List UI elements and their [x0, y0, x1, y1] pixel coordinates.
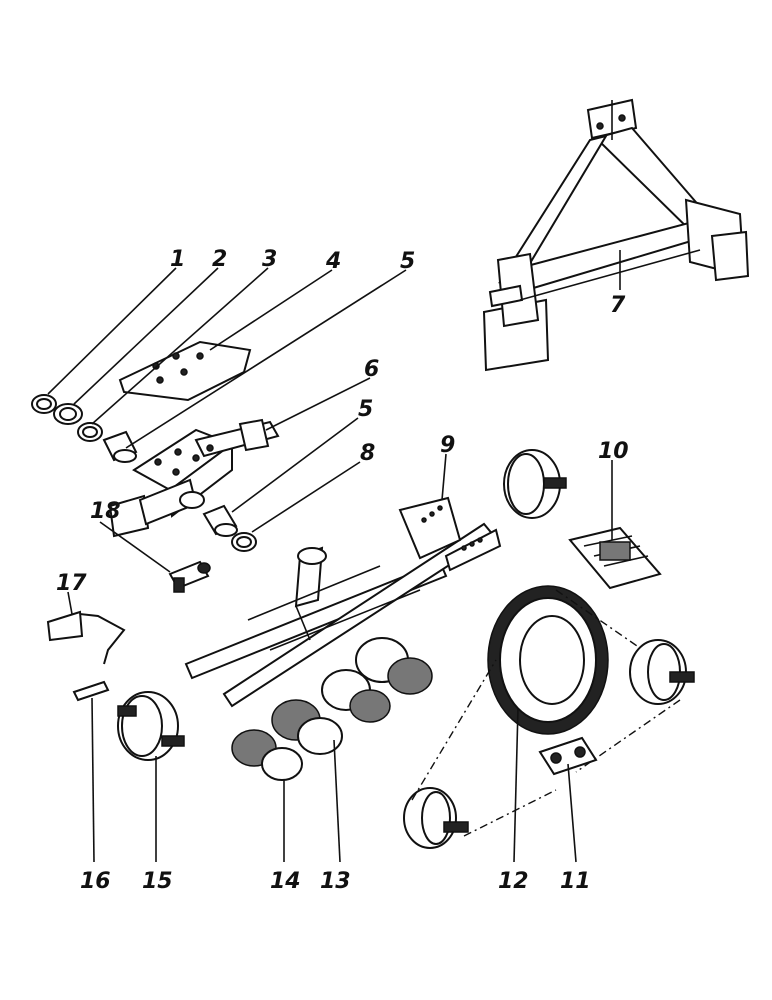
part-15-idler	[117, 691, 185, 761]
callout-16: 16	[80, 869, 111, 894]
part-7-hitch-frame	[482, 98, 750, 372]
part-17-bracket	[46, 610, 126, 665]
callout-8: 8	[360, 441, 375, 466]
callout-labels: 1 2 3 4 5 5 6 7 8 9 10 11 12 13 14 15 16…	[56, 247, 629, 894]
track-path-dashed	[411, 589, 681, 837]
part-4-plate	[118, 340, 252, 402]
leader-lines	[47, 250, 621, 863]
callout-3: 3	[262, 247, 277, 272]
callout-13: 13	[320, 869, 351, 894]
callout-10: 10	[598, 439, 629, 464]
part-2-ring	[53, 403, 83, 425]
callout-12: 12	[498, 869, 529, 894]
part-10-track-shoe	[568, 526, 662, 590]
part-14-rollers	[231, 729, 303, 781]
callout-6: 6	[364, 357, 379, 382]
callout-18: 18	[90, 499, 121, 524]
part-5-bushing-upper	[102, 430, 138, 463]
part-12-sprocket	[487, 585, 609, 735]
callout-11: 11	[560, 869, 591, 894]
part-9-track-frame	[184, 496, 502, 708]
part-11-chain-link	[538, 736, 598, 776]
callout-2: 2	[212, 247, 227, 272]
part-16-shim	[72, 680, 110, 702]
roller-upper	[503, 449, 567, 519]
callout-1: 1	[170, 247, 185, 272]
part-18-bolt	[168, 560, 211, 593]
callout-15: 15	[142, 869, 173, 894]
part-13-rollers	[271, 637, 433, 755]
callout-14: 14	[270, 869, 301, 894]
part-1-ring	[31, 394, 57, 414]
callout-17: 17	[56, 571, 87, 596]
callout-5-upper: 5	[400, 249, 415, 274]
part-8-ring	[231, 532, 257, 552]
callout-5-lower: 5	[358, 397, 373, 422]
part-5-bushing-lower	[202, 504, 238, 537]
part-3-ring	[77, 422, 103, 442]
roller-right	[629, 639, 695, 705]
callout-4: 4	[325, 249, 341, 274]
roller-lower	[403, 787, 469, 849]
part-6-bracket	[108, 418, 280, 538]
callout-7: 7	[610, 293, 626, 318]
callout-9: 9	[440, 433, 455, 458]
